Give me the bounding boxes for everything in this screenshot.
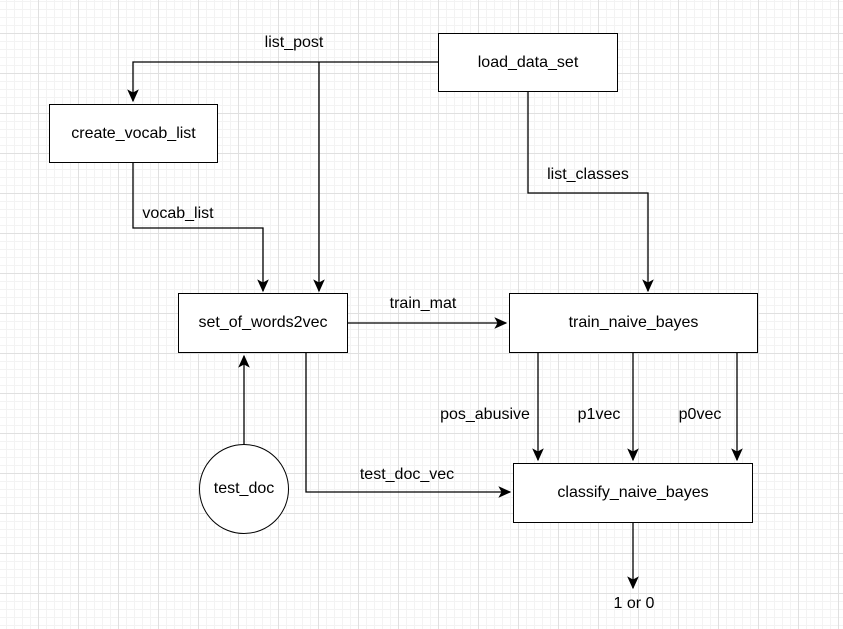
output-label: 1 or 0: [613, 595, 655, 612]
node-load-data-set-label: load_data_set: [477, 53, 579, 71]
node-classify-naive-bayes-label: classify_naive_bayes: [557, 484, 709, 501]
edge-label-p0vec: p0vec: [678, 406, 722, 423]
node-test-doc[interactable]: test_doc: [199, 444, 289, 534]
node-create-vocab-list[interactable]: create_vocab_list: [49, 104, 218, 163]
edge-label-train-mat: train_mat: [389, 295, 457, 312]
node-train-naive-bayes[interactable]: train_naive_bayes: [509, 293, 758, 353]
node-create-vocab-list-label: create_vocab_list: [71, 124, 196, 142]
node-set-of-words2vec-label: set_of_words2vec: [198, 314, 328, 331]
node-set-of-words2vec[interactable]: set_of_words2vec: [178, 293, 348, 353]
node-test-doc-label: test_doc: [213, 480, 275, 497]
node-load-data-set[interactable]: load_data_set: [438, 33, 618, 92]
edge-label-vocab-list: vocab_list: [142, 205, 214, 222]
edge-vocab-list: [132, 163, 269, 293]
edge-label-list-post: list_post: [264, 34, 324, 51]
edge-test-doc-vec: [305, 353, 512, 498]
edge-label-p1vec: p1vec: [577, 406, 621, 423]
edge-label-list-classes: list_classes: [547, 166, 629, 183]
node-train-naive-bayes-label: train_naive_bayes: [568, 314, 699, 331]
edge-list-post-to-create-vocab-list: [127, 61, 438, 103]
node-classify-naive-bayes[interactable]: classify_naive_bayes: [513, 463, 753, 523]
edge-label-pos-abusive: pos_abusive: [440, 406, 530, 423]
edge-label-test-doc-vec: test_doc_vec: [359, 466, 455, 483]
edge-list-classes: [527, 92, 654, 293]
